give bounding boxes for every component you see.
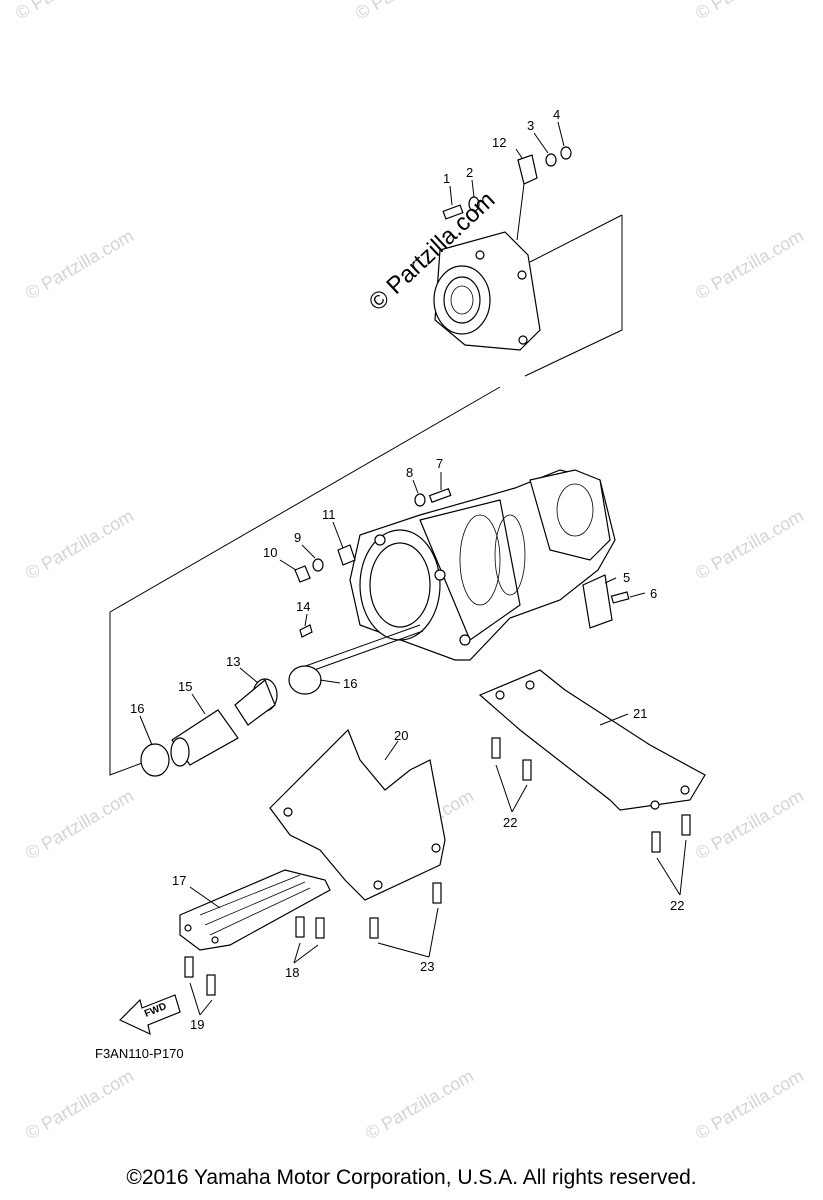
rear-housing (433, 231, 541, 351)
callout-3: 3 (527, 118, 534, 133)
fwd-arrow: FWD (118, 994, 181, 1036)
callout-8: 8 (406, 465, 413, 480)
watermark-tile: © Partzilla.com (352, 0, 467, 23)
hose-part-15 (170, 709, 239, 767)
callout-13: 13 (226, 654, 240, 669)
watermark-tile: © Partzilla.com (362, 1065, 477, 1143)
parts-diagram: © Partzilla.com © Partzilla.com © Partzi… (12, 0, 807, 1143)
watermark-tile: © Partzilla.com (22, 225, 137, 303)
bolt-part-6 (610, 591, 630, 604)
drive-shaft-edge (302, 630, 424, 675)
plate-part-11 (337, 544, 356, 566)
callout-7: 7 (436, 456, 443, 471)
callout-14: 14 (296, 599, 310, 614)
callout-4: 4 (553, 107, 560, 122)
callout-23: 23 (420, 959, 434, 974)
watermark-tile: © Partzilla.com (692, 0, 807, 23)
callout-12: 12 (492, 135, 506, 150)
watermark-tile: © Partzilla.com (22, 785, 137, 863)
callout-20: 20 (394, 728, 408, 743)
callout-1: 1 (443, 171, 450, 186)
diagram-code: F3AN110-P170 (95, 1046, 184, 1061)
grate-part-17 (179, 869, 331, 951)
callout-9: 9 (294, 530, 301, 545)
spacer-part-5 (582, 574, 613, 629)
joint-part-13 (234, 678, 278, 726)
jet-pump-body (349, 469, 616, 661)
callout-21: 21 (633, 706, 647, 721)
washer-part-9 (312, 558, 324, 572)
watermark-tile: © Partzilla.com (22, 505, 137, 583)
callout-19: 19 (190, 1017, 204, 1032)
callout-16-right: 16 (343, 676, 357, 691)
bolts-group (184, 737, 691, 996)
clamp-part-16-right (288, 665, 322, 695)
watermark-tile: © Partzilla.com (22, 1065, 137, 1143)
callout-22-left: 22 (503, 815, 517, 830)
watermark-tile: © Partzilla.com (12, 0, 127, 23)
drive-shaft (299, 624, 421, 669)
nut-part-10 (294, 565, 311, 583)
leader-lines (139, 121, 687, 1016)
callout-16-left: 16 (130, 701, 144, 716)
watermark-tile: © Partzilla.com (692, 785, 807, 863)
screw-part-14 (299, 624, 313, 638)
callout-11: 11 (322, 507, 336, 522)
watermark-tile: © Partzilla.com (692, 225, 807, 303)
bolt-part-7 (428, 487, 452, 503)
callout-17: 17 (172, 873, 186, 888)
frame-lower (109, 386, 501, 776)
callout-18: 18 (285, 965, 299, 980)
callout-6: 6 (650, 586, 657, 601)
callout-15: 15 (178, 679, 192, 694)
callout-labels: 1 2 3 4 5 6 7 8 9 10 11 12 13 14 15 16 1… (130, 107, 684, 1032)
frame-upper (524, 215, 623, 377)
clamp-part-16-left (140, 743, 170, 777)
callout-2: 2 (466, 165, 473, 180)
callout-5: 5 (623, 570, 630, 585)
copyright-notice: ©2016 Yamaha Motor Corporation, U.S.A. A… (126, 1166, 697, 1189)
callout-22-right: 22 (670, 898, 684, 913)
watermark-tile: © Partzilla.com (692, 505, 807, 583)
cover-part-20 (269, 728, 446, 901)
upper-hardware (442, 146, 572, 241)
washer-part-8 (414, 493, 426, 507)
plate-part-21 (478, 669, 706, 811)
callout-10: 10 (263, 545, 277, 560)
frame-top (529, 214, 623, 263)
watermark-tile: © Partzilla.com (692, 1065, 807, 1143)
